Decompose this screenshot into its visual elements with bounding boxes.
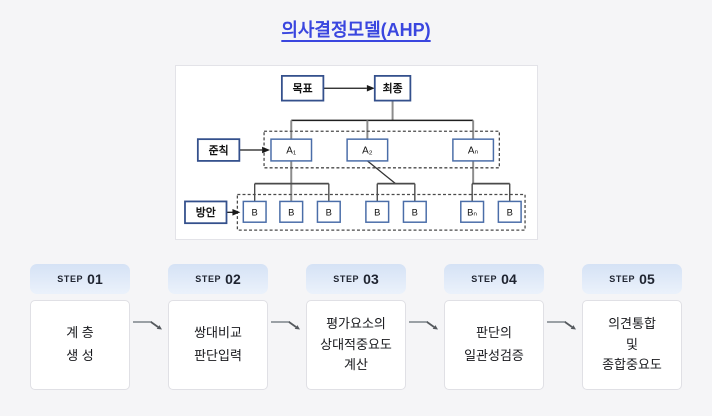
- step-badge-1: STEP 01: [30, 264, 130, 294]
- step-number: 02: [225, 271, 241, 287]
- step-number: 04: [501, 271, 517, 287]
- step-arrow-4-icon: [547, 321, 576, 330]
- b-node-label-3: B: [326, 206, 332, 217]
- step-box-2: 쌍대비교 판단입력: [168, 300, 268, 390]
- step-box-5: 의견통합 및 종합중요도: [582, 300, 682, 390]
- b-node-box-5: [402, 200, 427, 223]
- step-badge-3: STEP 03: [306, 264, 406, 294]
- b-node-box-4: [365, 200, 390, 223]
- connector-a2-diagonal: [366, 160, 396, 185]
- criteria-box: [196, 138, 241, 162]
- step-arrow-1-icon: [133, 321, 162, 330]
- b-node-label-5: B: [412, 206, 418, 217]
- step-word: STEP: [195, 274, 222, 284]
- a-node-box-2: [346, 138, 389, 162]
- final-box: [373, 74, 412, 102]
- alternative-box: [184, 200, 228, 225]
- arrow-goal-to-final-head: [366, 84, 375, 92]
- b-node-label-1: B: [252, 206, 258, 217]
- step-arrow-3-icon: [409, 321, 438, 330]
- goal-label: 목표: [293, 82, 313, 95]
- a-node-label-3: Aₙ: [468, 145, 479, 156]
- b-node-box-3: [316, 200, 341, 223]
- step-column-3: STEP 03 평가요소의 상대적중요도 계산: [306, 264, 406, 390]
- step-box-4: 판단의 일관성검증: [444, 300, 544, 390]
- a-node-box-3: [452, 138, 495, 162]
- arrow-alternative-to-group-head: [232, 209, 241, 216]
- step-word: STEP: [333, 274, 360, 284]
- step-word: STEP: [57, 274, 84, 284]
- b-node-box-1: [242, 200, 267, 223]
- final-label: 최종: [383, 81, 403, 95]
- step-text: 의견통합 및 종합중요도: [602, 315, 662, 373]
- goal-box: [280, 74, 325, 102]
- step-badge-4: STEP 04: [444, 264, 544, 294]
- step-box-3: 평가요소의 상대적중요도 계산: [306, 300, 406, 390]
- b-node-box-7: [497, 200, 522, 223]
- step-word: STEP: [471, 274, 498, 284]
- b-node-label-6: Bₙ: [467, 206, 477, 217]
- arrow-criteria-to-group-head: [262, 146, 270, 154]
- a-node-label-2: A₂: [362, 145, 373, 156]
- step-arrow-2-icon: [271, 321, 300, 330]
- step-text: 판단의 일관성검증: [464, 325, 524, 363]
- b-node-label-2: B: [288, 206, 294, 217]
- step-column-4: STEP 04 판단의 일관성검증: [444, 264, 544, 390]
- ahp-hierarchy-diagram: 목표 최종 준칙 방안 A₁ A₂ Aₙ B B B B B Bₙ B: [184, 74, 526, 231]
- b-node-box-2: [279, 200, 304, 223]
- step-box-1: 계 층 생 성: [30, 300, 130, 390]
- step-column-5: STEP 05 의견통합 및 종합중요도: [582, 264, 682, 390]
- b-node-label-4: B: [374, 206, 380, 217]
- a-node-box-1: [270, 138, 313, 162]
- b-node-box-6: [460, 200, 485, 223]
- b-node-label-7: B: [507, 206, 513, 217]
- step-column-1: STEP 01 계 층 생 성: [30, 264, 130, 390]
- step-text: 계 층 생 성: [66, 325, 94, 363]
- step-badge-2: STEP 02: [168, 264, 268, 294]
- page-title: 의사결정모델(AHP): [281, 20, 431, 40]
- ahp-hierarchy-panel: 목표 최종 준칙 방안 A₁ A₂ Aₙ B B B B B Bₙ B: [175, 65, 538, 240]
- step-number: 03: [363, 271, 379, 287]
- step-number: 01: [87, 271, 103, 287]
- step-number: 05: [639, 271, 655, 287]
- alternative-label: 방안: [196, 205, 216, 219]
- step-word: STEP: [609, 274, 636, 284]
- a-node-label-1: A₁: [286, 145, 297, 156]
- step-text: 쌍대비교 판단입력: [194, 325, 242, 363]
- step-badge-5: STEP 05: [582, 264, 682, 294]
- step-column-2: STEP 02 쌍대비교 판단입력: [168, 264, 268, 390]
- step-text: 평가요소의 상대적중요도 계산: [320, 315, 392, 373]
- criteria-label: 준칙: [209, 143, 229, 157]
